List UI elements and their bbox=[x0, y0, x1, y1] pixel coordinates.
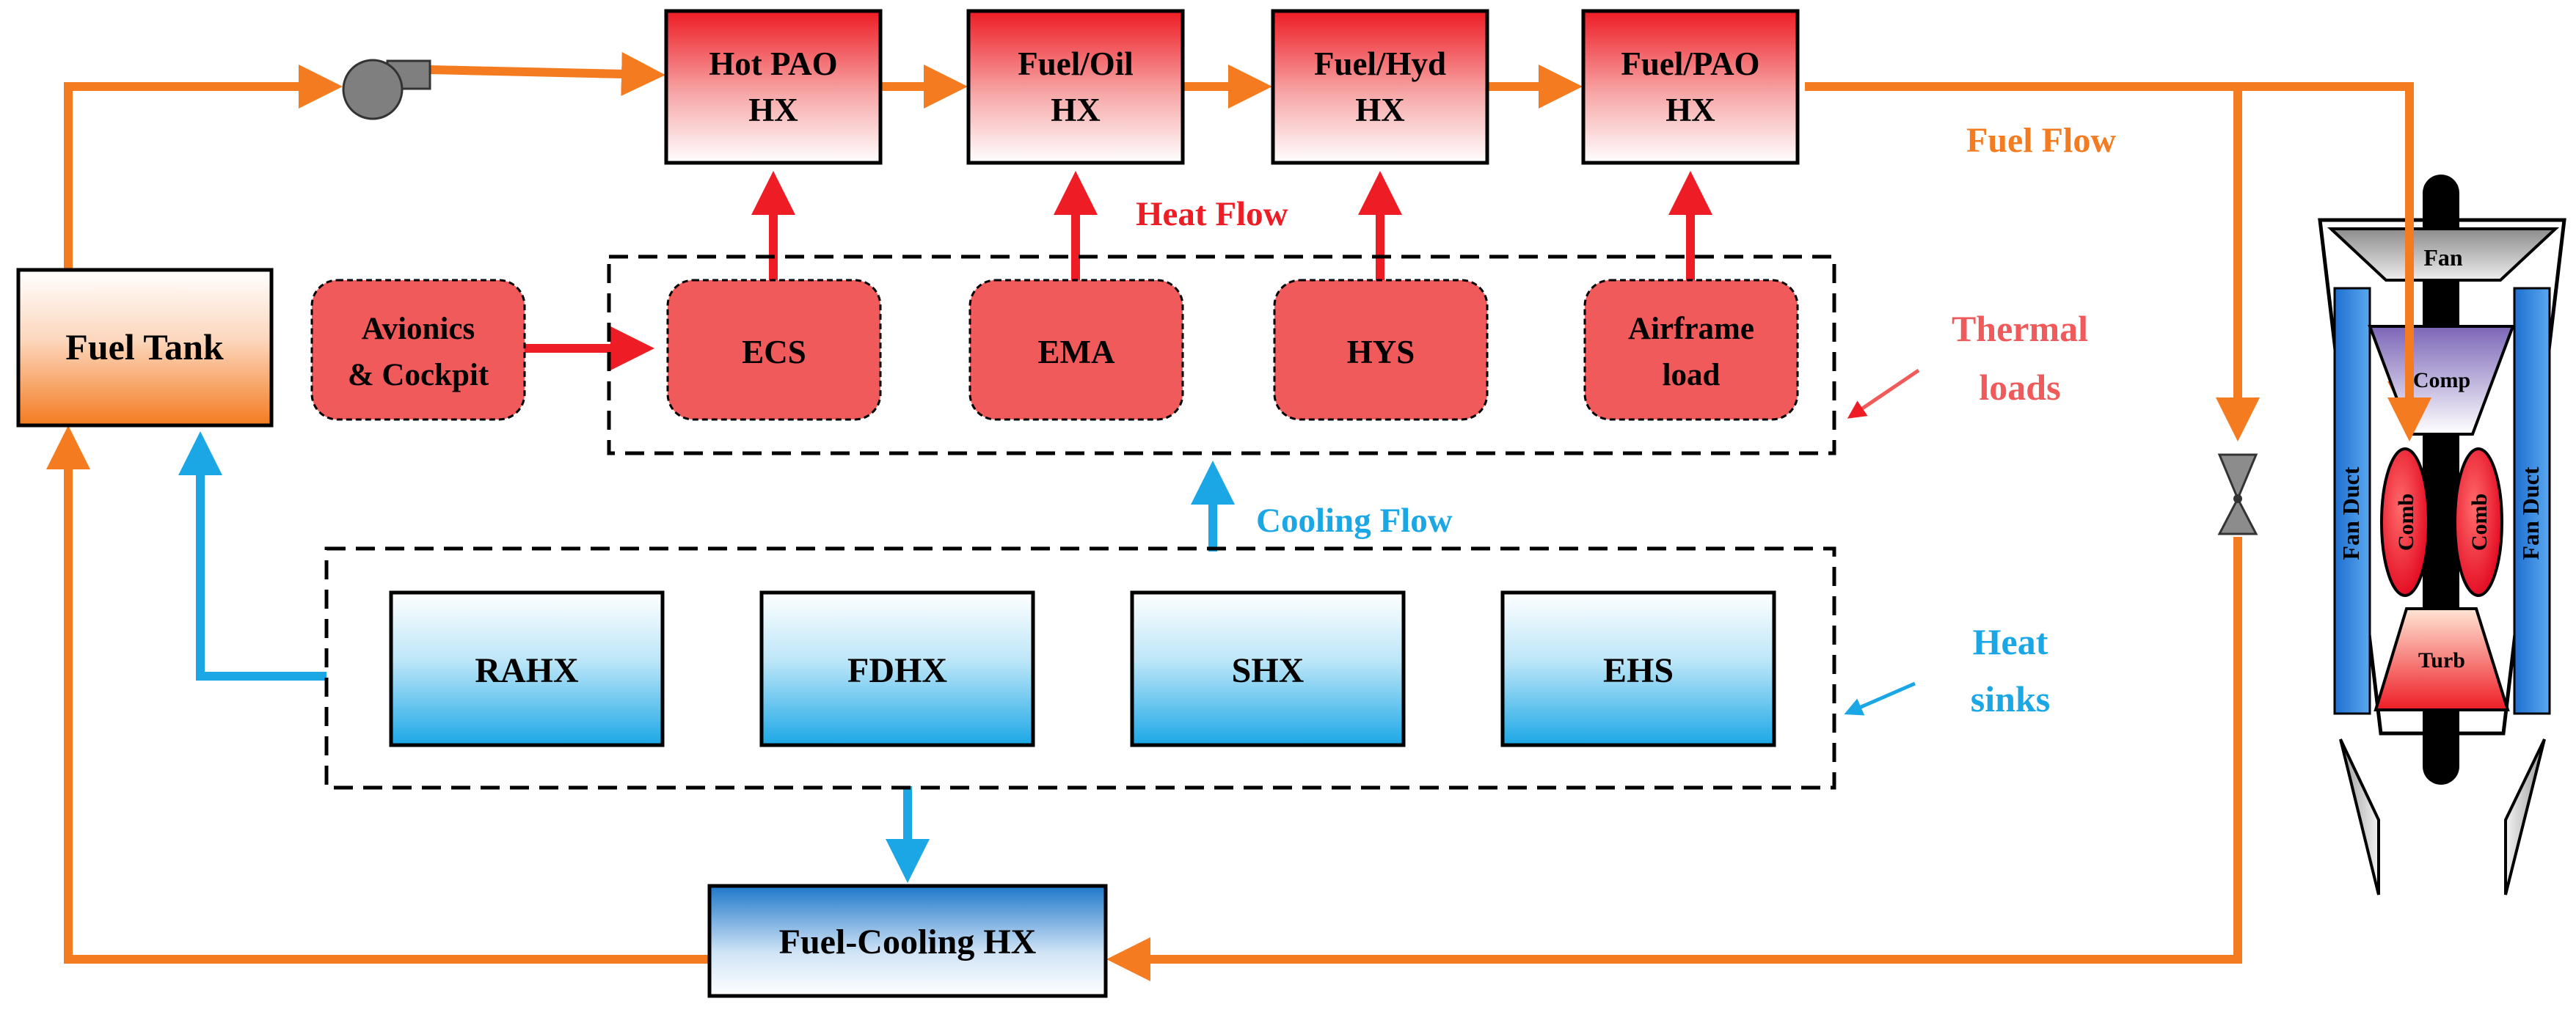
hx-fuel-hyd-line1: Fuel/Hyd bbox=[1314, 45, 1446, 82]
hx-fuel-oil-line2: HX bbox=[1051, 92, 1101, 128]
engine-fan-label: Fan bbox=[2423, 244, 2463, 271]
load-hys-label: HYS bbox=[1347, 334, 1415, 370]
cooling-line-to-tank bbox=[178, 431, 326, 681]
engine-turb-label: Turb bbox=[2418, 648, 2465, 673]
sink-shx[interactable]: SHX bbox=[1130, 590, 1406, 747]
pump-icon bbox=[342, 59, 431, 120]
heat-sinks-group bbox=[324, 546, 1836, 790]
load-ecs[interactable]: ECS bbox=[666, 279, 882, 421]
hx-fuel-hyd[interactable]: Fuel/Hyd HX bbox=[1271, 9, 1489, 165]
load-avionics-line2: & Cockpit bbox=[348, 358, 489, 392]
engine-fan bbox=[2327, 227, 2560, 282]
load-avionics[interactable]: Avionics & Cockpit bbox=[310, 279, 526, 421]
heat-sinks-pointer bbox=[1844, 681, 1916, 716]
hx-fuel-oil[interactable]: Fuel/Oil HX bbox=[966, 9, 1185, 165]
hx-hot-pao-line1: Hot PAO bbox=[709, 45, 837, 82]
sink-shx-label: SHX bbox=[1232, 651, 1305, 690]
sink-fdhx[interactable]: FDHX bbox=[759, 590, 1035, 747]
thermal-loads-pointer bbox=[1847, 368, 1920, 419]
engine-combustor-right bbox=[2453, 447, 2503, 597]
engine-turbine bbox=[2374, 607, 2510, 711]
engine-nozzle-right bbox=[2504, 739, 2546, 895]
heat-sinks-label-line2: sinks bbox=[1971, 678, 2050, 719]
thermal-loads-label-line2: loads bbox=[1979, 367, 2060, 408]
fuel-tank-label: Fuel Tank bbox=[65, 326, 224, 367]
sink-ehs-label: EHS bbox=[1603, 651, 1674, 690]
engine-nozzle-left bbox=[2339, 739, 2380, 895]
load-airframe[interactable]: Airframe load bbox=[1583, 279, 1799, 421]
fuel-flow-label: Fuel Flow bbox=[1966, 121, 2116, 160]
thermal-loads-group bbox=[607, 254, 1836, 455]
load-airframe-line1: Airframe bbox=[1628, 312, 1754, 346]
cooling-flow-lines bbox=[178, 431, 1916, 883]
engine-fan-duct-label-right: Fan Duct bbox=[2517, 466, 2544, 560]
engine-comb-label-left: Comb bbox=[2394, 494, 2418, 551]
hx-fuel-oil-line1: Fuel/Oil bbox=[1018, 45, 1134, 82]
load-ema[interactable]: EMA bbox=[968, 279, 1184, 421]
heat-sinks-label-line1: Heat bbox=[1973, 621, 2048, 662]
sink-rahx[interactable]: RAHX bbox=[389, 590, 665, 747]
sink-fdhx-label: FDHX bbox=[847, 651, 947, 690]
engine-comp-label: Comp bbox=[2413, 368, 2470, 392]
hx-fuel-pao-line1: Fuel/PAO bbox=[1621, 45, 1759, 82]
load-airframe-line2: load bbox=[1663, 358, 1721, 392]
heat-flow-arrows bbox=[522, 171, 1712, 370]
engine: Fan Fan Duct Fan Duct Comp Comb Comb Tur… bbox=[2318, 175, 2566, 895]
fuel-line-tank-to-pump bbox=[64, 65, 343, 269]
heat-flow-label: Heat Flow bbox=[1136, 195, 1288, 233]
fuel-cooling-hx-label: Fuel-Cooling HX bbox=[779, 923, 1037, 961]
thermal-loads-label-line1: Thermal bbox=[1952, 308, 2088, 349]
engine-fan-duct-label-left: Fan Duct bbox=[2338, 466, 2364, 560]
sink-rahx-label: RAHX bbox=[475, 651, 579, 690]
hx-hot-pao[interactable]: Hot PAO HX bbox=[664, 9, 883, 165]
hx-fuel-hyd-line2: HX bbox=[1355, 92, 1405, 128]
load-hys[interactable]: HYS bbox=[1273, 279, 1489, 421]
hx-fuel-pao[interactable]: Fuel/PAO HX bbox=[1581, 9, 1800, 165]
engine-combustor-left bbox=[2380, 447, 2430, 597]
engine-comb-label-right: Comb bbox=[2467, 494, 2492, 551]
fuel-line-pump-to-hotpao bbox=[429, 51, 665, 96]
load-avionics-line1: Avionics bbox=[362, 312, 475, 346]
fuel-cooling-hx[interactable]: Fuel-Cooling HX bbox=[707, 884, 1108, 998]
fuel-hx-row: Hot PAO HX Fuel/Oil HX Fuel/Hyd HX Fuel/… bbox=[664, 9, 1800, 165]
load-ecs-label: ECS bbox=[742, 334, 806, 370]
engine-fan-duct-left bbox=[2333, 287, 2371, 715]
hx-fuel-pao-line2: HX bbox=[1665, 92, 1715, 128]
fuel-tank[interactable]: Fuel Tank bbox=[16, 268, 274, 428]
sink-ehs[interactable]: EHS bbox=[1500, 590, 1776, 747]
valve-icon bbox=[2217, 453, 2258, 535]
fuel-line-valve-down bbox=[1106, 537, 2242, 981]
hx-hot-pao-line2: HX bbox=[748, 92, 798, 128]
fuel-line-return-to-tank bbox=[46, 425, 708, 964]
load-ema-label: EMA bbox=[1038, 334, 1115, 370]
cooling-flow-label: Cooling Flow bbox=[1256, 502, 1453, 540]
engine-fan-duct-right bbox=[2513, 287, 2551, 715]
